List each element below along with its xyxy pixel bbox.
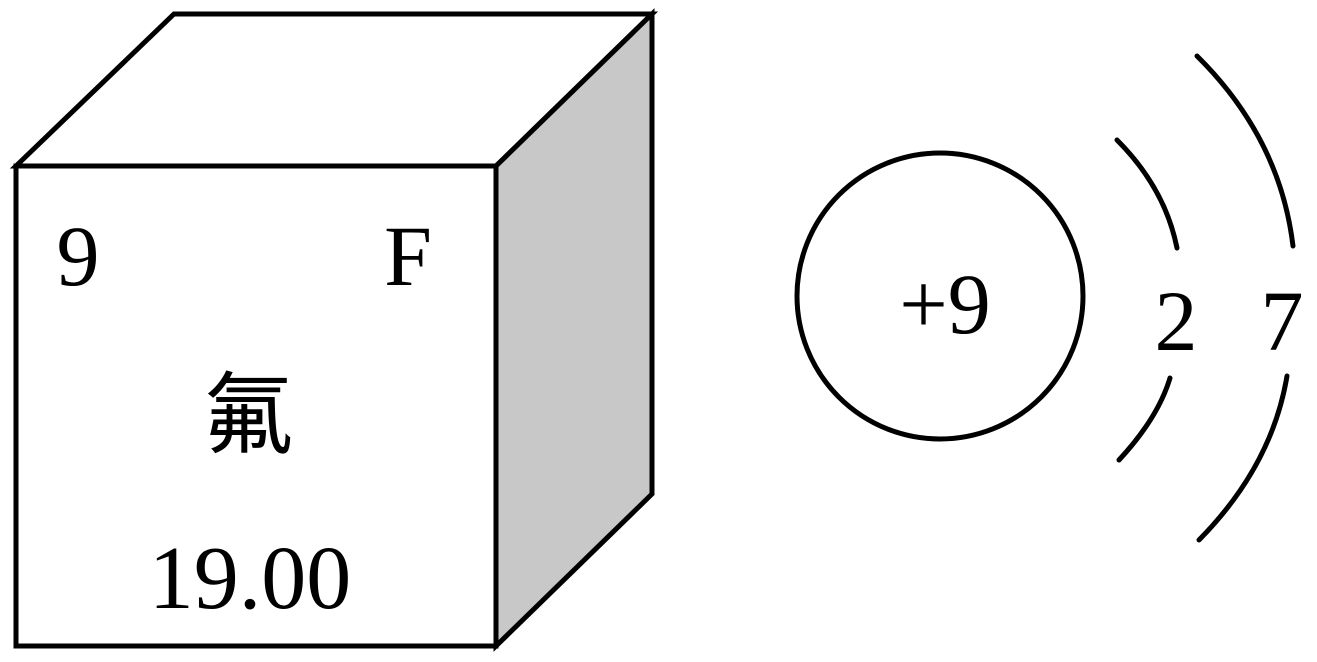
atomic-structure: +9 2 7 bbox=[794, 53, 1304, 543]
shell-2-electron-count: 7 bbox=[1261, 273, 1304, 369]
shell-2-arc-top bbox=[1194, 53, 1296, 249]
shell-1-electron-count: 2 bbox=[1155, 273, 1198, 369]
shell-1-arc-top bbox=[1114, 137, 1180, 251]
element-tile-cube: 9 F 氟 19.00 bbox=[9, 8, 659, 652]
element-name: 氟 bbox=[203, 363, 293, 468]
nucleus-circle bbox=[794, 150, 1086, 442]
shell-1-arc-bottom bbox=[1116, 375, 1173, 463]
shell-2-arc-bottom bbox=[1196, 373, 1290, 543]
nucleus-charge: +9 bbox=[899, 256, 991, 352]
cube-front-face bbox=[13, 163, 499, 649]
atomic-number: 9 bbox=[57, 208, 100, 304]
element-symbol: F bbox=[384, 208, 432, 304]
atomic-mass: 19.00 bbox=[149, 529, 352, 628]
